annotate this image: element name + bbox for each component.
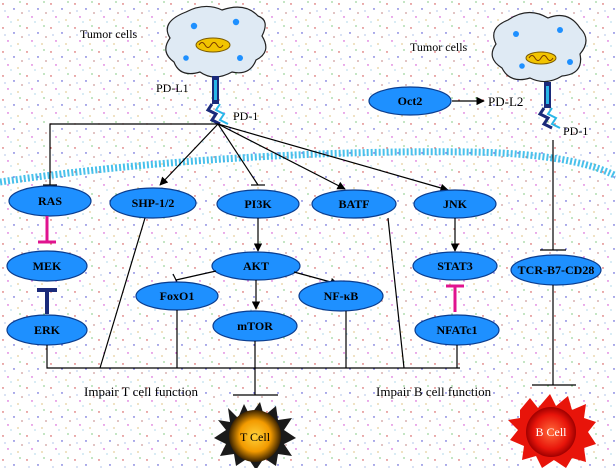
b-cell-icon: B Cell [508, 394, 596, 468]
tumor-cells-label-right: Tumor cells [410, 40, 468, 54]
edge-nfatc1-stat3 [446, 284, 464, 312]
node-nfkb-label: NF-κB [324, 289, 359, 303]
node-tcr [510, 254, 602, 286]
receptor-icon [205, 76, 229, 126]
t-cell-icon: T Cell [214, 402, 296, 468]
node-mtor-label: mTOR [237, 319, 273, 333]
impair-b-cell-label: Impair B cell function [376, 384, 492, 399]
node-batf-label: BATF [338, 197, 369, 211]
node-jnk-label: JNK [443, 197, 468, 211]
node-foxo1-label: FoxO1 [160, 289, 195, 303]
edge-mek-erk [37, 288, 57, 314]
b-cell-label: B Cell [535, 425, 567, 439]
convergence-lines [46, 217, 576, 396]
pd-1-label-left: PD-1 [233, 109, 258, 123]
node-oct2 [368, 86, 452, 116]
node-mek [6, 250, 88, 282]
pd-1-label-right: PD-1 [563, 124, 588, 138]
edge-pd1-tcr [540, 140, 566, 251]
tumor-cells-label-left: Tumor cells [80, 27, 138, 41]
node-nfatc1-label: NFATc1 [436, 323, 477, 337]
node-ras-label: RAS [38, 194, 62, 208]
node-stat3 [412, 251, 498, 281]
t-cell-label: T Cell [240, 430, 271, 444]
node-akt-label: AKT [243, 259, 269, 273]
node-oct2-label: Oct2 [398, 94, 423, 108]
pd1-edges [43, 123, 449, 192]
node-erk-label: ERK [34, 323, 61, 337]
edge-pd1-batf [217, 123, 346, 190]
cell-membrane [0, 148, 616, 186]
impair-t-cell-label: Impair T cell function [84, 384, 198, 399]
node-shp [109, 187, 197, 219]
node-nfkb [298, 280, 384, 312]
node-mek-label: MEK [33, 259, 62, 273]
edge-pd1-ras [49, 123, 218, 185]
tumor-cell-icon [165, 5, 267, 78]
node-batf [311, 189, 397, 219]
node-ras [8, 185, 92, 217]
node-shp-label: SHP-1/2 [132, 196, 175, 210]
pd-l2-label: PD-L2 [488, 94, 523, 109]
node-pi3k-label: PI3K [244, 197, 272, 211]
pd-l1-label: PD-L1 [156, 81, 189, 95]
node-tcr-label: TCR-B7-CD28 [518, 263, 595, 277]
edge-pd1-jnk [217, 123, 449, 192]
edge-pd1-pi3k [217, 123, 259, 186]
edge-pd1-shp [159, 123, 219, 186]
tumor-cell-icon [491, 11, 587, 83]
edge-ras-mek [38, 216, 56, 244]
receptor-icon [537, 82, 561, 130]
node-stat3-label: STAT3 [437, 259, 473, 273]
